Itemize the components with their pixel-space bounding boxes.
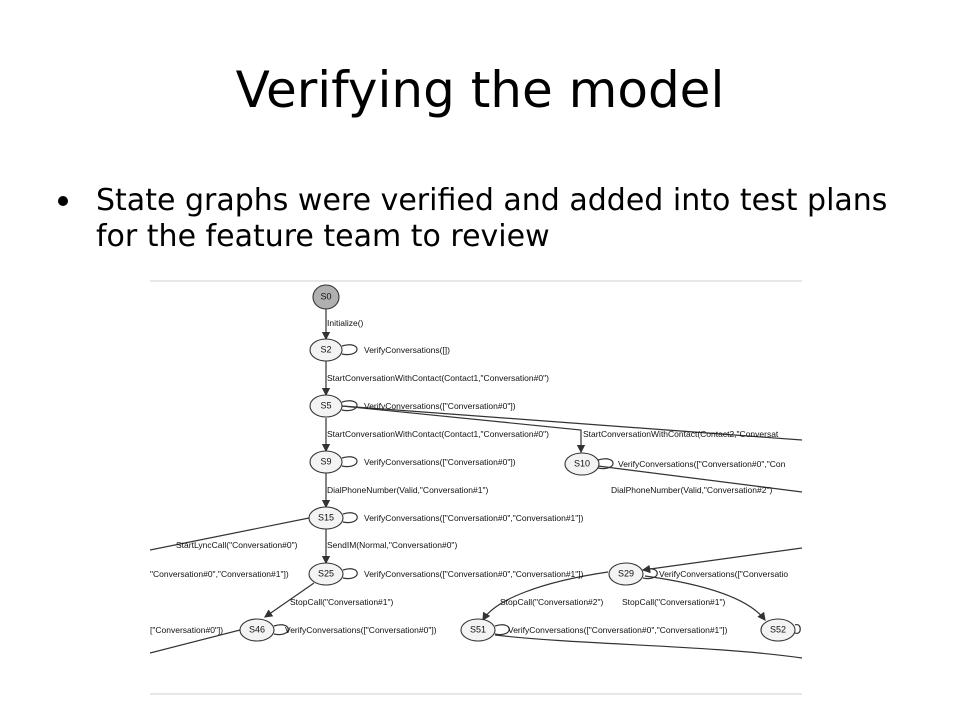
node-s9 xyxy=(309,450,343,474)
loop-s5 xyxy=(341,400,358,412)
bullet-text: State graphs were verified and added int… xyxy=(96,183,888,254)
edge-label-verify-s9: VerifyConversations(["Conversation#0"]) xyxy=(364,457,516,467)
node-s52 xyxy=(760,618,796,642)
bullet-dot-icon xyxy=(58,196,68,206)
loop-s9 xyxy=(341,456,358,468)
edge-right-s29 xyxy=(641,547,802,574)
node-s5 xyxy=(309,394,343,418)
node-s15 xyxy=(308,506,344,530)
loop-s52 xyxy=(794,624,801,634)
state-graph-svg: S0 S2 S5 S9 S10 S15 S25 S29 S46 S51 S52 … xyxy=(150,280,802,695)
loop-s51 xyxy=(494,624,510,636)
node-s0 xyxy=(312,284,340,310)
node-s25-label: S25 xyxy=(318,568,334,578)
edge-label-start-contact1-a: StartConversationWithContact(Contact1,"C… xyxy=(327,373,549,383)
edge-label-verify-s15: VerifyConversations(["Conversation#0","C… xyxy=(364,513,584,523)
node-s9-label: S9 xyxy=(320,456,331,466)
edge-label-dial-s10: DialPhoneNumber(Valid,"Conversation#2") xyxy=(611,485,772,495)
node-s10 xyxy=(564,452,600,476)
edge-label-initialize: Initialize() xyxy=(327,318,364,328)
edge-label-stopcall-1-left: StopCall("Conversation#1") xyxy=(290,597,394,607)
node-s46 xyxy=(239,618,275,642)
loop-s29 xyxy=(642,568,658,580)
edge-s29-s51 xyxy=(482,571,609,622)
node-s10-label: S10 xyxy=(574,458,590,468)
node-s25 xyxy=(308,562,344,586)
edge-s51-offscreen xyxy=(494,634,802,659)
node-s15-label: S15 xyxy=(318,512,334,522)
edge-label-verify-s5: VerifyConversations(["Conversation#0"]) xyxy=(364,401,516,411)
edge-s15-left xyxy=(150,517,310,551)
edge-label-verify-s2: VerifyConversations([]) xyxy=(364,345,450,355)
node-s29-label: S29 xyxy=(618,568,634,578)
node-s0-label: S0 xyxy=(320,291,331,301)
loop-s10 xyxy=(597,458,614,470)
edge-s29-s52 xyxy=(644,575,766,621)
node-s2 xyxy=(309,338,343,362)
edge-s5-s10 xyxy=(341,405,586,454)
node-s46-label: S46 xyxy=(249,624,265,634)
edge-label-verify-s46: VerifyConversations(["Conversation#0"]) xyxy=(285,625,437,635)
node-s52-label: S52 xyxy=(770,624,786,634)
loop-s25 xyxy=(342,568,358,580)
edge-label-verify-s25: VerifyConversations(["Conversation#0","C… xyxy=(364,569,584,579)
edge-s5-offscreen xyxy=(341,405,802,441)
edge-s46-left xyxy=(150,629,241,654)
loop-s15 xyxy=(342,512,358,524)
edge-label-left-cut-25: "Conversation#0","Conversation#1"]) xyxy=(150,569,289,579)
node-s51-label: S51 xyxy=(470,624,486,634)
node-s29 xyxy=(608,562,644,586)
loop-s46 xyxy=(273,624,289,636)
edge-label-verify-s29: VerifyConversations(["Conversatio xyxy=(659,569,788,579)
slide-title: Verifying the model xyxy=(235,61,725,119)
node-s51 xyxy=(460,618,496,642)
edge-s25-s46 xyxy=(264,582,315,618)
edge-label-start-contact1-b: StartConversationWithContact(Contact1,"C… xyxy=(327,429,549,439)
edge-label-stopcall-2: StopCall("Conversation#2") xyxy=(500,597,604,607)
state-graph-diagram: S0 S2 S5 S9 S10 S15 S25 S29 S46 S51 S52 … xyxy=(150,280,802,695)
edge-label-start-lync: StartLyncCall("Conversation#0") xyxy=(176,540,298,550)
node-s5-label: S5 xyxy=(320,400,331,410)
edge-label-start-contact2: StartConversationWithContact(Contact2,"C… xyxy=(583,429,779,439)
edge-label-dial-s9: DialPhoneNumber(Valid,"Conversation#1") xyxy=(327,485,488,495)
node-s2-label: S2 xyxy=(320,344,331,354)
edge-s10-offscreen xyxy=(597,465,802,493)
edge-label-verify-s51: VerifyConversations(["Conversation#0","C… xyxy=(508,625,728,635)
edge-label-verify-s10: VerifyConversations(["Conversation#0","C… xyxy=(618,459,786,469)
loop-s2 xyxy=(341,344,358,356)
edge-label-send-im: SendIM(Normal,"Conversation#0") xyxy=(327,540,457,550)
edge-label-left-cut-46: ["Conversation#0"]) xyxy=(150,625,223,635)
edge-label-stopcall-1-right: StopCall("Conversation#1") xyxy=(622,597,726,607)
